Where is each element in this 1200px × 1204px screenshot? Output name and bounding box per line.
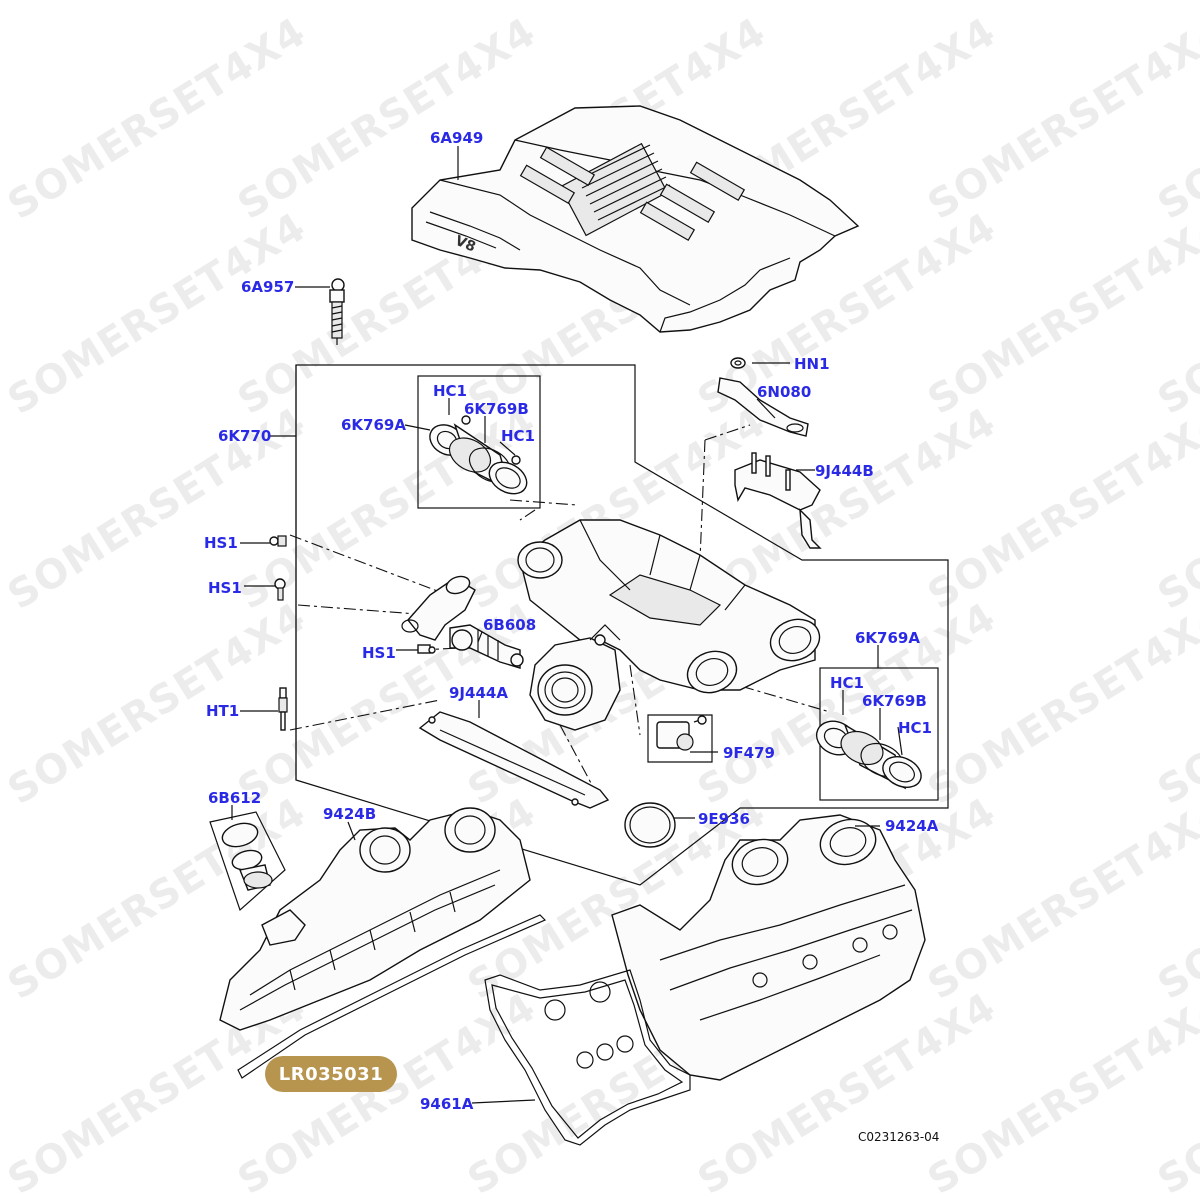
group-box-sensor bbox=[647, 714, 713, 763]
sensor-9F479 bbox=[656, 715, 707, 751]
label-6K769B-right: 6K769B bbox=[862, 692, 927, 710]
label-HS1-low: HS1 bbox=[362, 644, 396, 662]
reference-code: C0231263-04 bbox=[858, 1130, 940, 1144]
stud-6A957 bbox=[329, 278, 345, 345]
label-6K769A-right: 6K769A bbox=[855, 629, 920, 647]
breather-hose-6B608 bbox=[401, 575, 524, 669]
hose-clips-HS1 bbox=[269, 535, 436, 654]
label-HN1: HN1 bbox=[794, 355, 830, 373]
label-9461A: 9461A bbox=[420, 1095, 474, 1113]
intake-manifold-assembly bbox=[517, 519, 821, 731]
sensor-HT1 bbox=[278, 687, 288, 731]
label-6K769B-left: 6K769B bbox=[464, 400, 529, 418]
gasket-ring-9E936 bbox=[624, 802, 676, 848]
bracket-9J444B bbox=[734, 452, 822, 549]
label-9J444B: 9J444B bbox=[815, 462, 874, 480]
label-6A949: 6A949 bbox=[430, 129, 484, 147]
hose-group-right bbox=[815, 720, 922, 790]
camshaft-cover-9424A bbox=[611, 814, 926, 1081]
label-HC1-left-top: HC1 bbox=[433, 382, 467, 400]
bracket-6N080 bbox=[717, 377, 809, 437]
nut-HN1 bbox=[730, 357, 746, 369]
label-6K769A-left: 6K769A bbox=[341, 416, 406, 434]
label-HS1-top: HS1 bbox=[204, 534, 238, 552]
engine-cover-6A949: V8 bbox=[411, 105, 860, 333]
label-9F479: 9F479 bbox=[723, 744, 775, 762]
label-6K770: 6K770 bbox=[218, 427, 272, 445]
oil-filler-cap-6B612 bbox=[209, 811, 286, 912]
label-9E936: 9E936 bbox=[698, 810, 750, 828]
label-9J444A: 9J444A bbox=[449, 684, 508, 702]
group-box-left bbox=[417, 375, 541, 509]
hose-group-left bbox=[429, 415, 528, 495]
label-HT1: HT1 bbox=[206, 702, 240, 720]
label-9424A: 9424A bbox=[885, 817, 939, 835]
label-6N080: 6N080 bbox=[757, 383, 812, 401]
label-HC1-left-right: HC1 bbox=[501, 427, 535, 445]
camshaft-cover-9424B bbox=[219, 807, 531, 1031]
label-6A957: 6A957 bbox=[241, 278, 295, 296]
seal-strip-9J444A bbox=[418, 711, 610, 809]
label-HC1-right-low: HC1 bbox=[898, 719, 932, 737]
label-HS1-mid: HS1 bbox=[208, 579, 242, 597]
leader-lines bbox=[231, 146, 903, 1104]
head-gasket-strip bbox=[237, 914, 547, 1079]
label-9424B: 9424B bbox=[323, 805, 377, 823]
svg-text:V8: V8 bbox=[453, 233, 478, 256]
part-number-badge: LR035031 bbox=[265, 1056, 397, 1092]
label-6B608: 6B608 bbox=[483, 616, 537, 634]
label-HC1-right-top: HC1 bbox=[830, 674, 864, 692]
label-6B612: 6B612 bbox=[208, 789, 262, 807]
cover-gasket-9461A bbox=[484, 969, 691, 1146]
